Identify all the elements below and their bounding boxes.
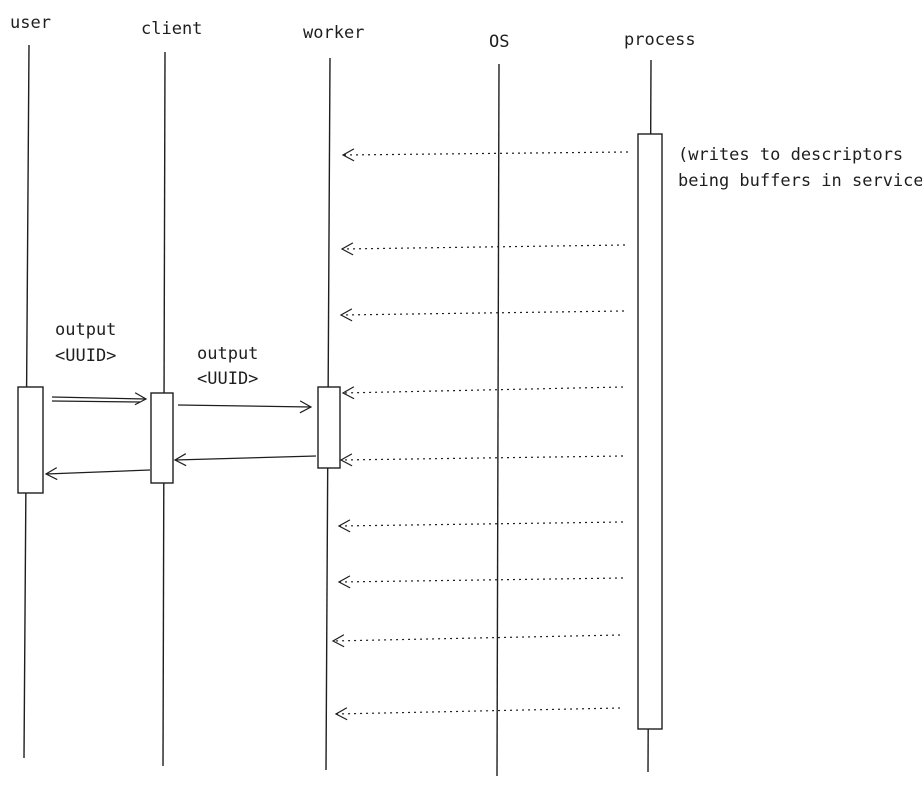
message-label-user-client-line-1: output (55, 320, 116, 340)
dotted-arrow-process-to-worker-2 (340, 242, 626, 256)
participant-label-process: process (624, 30, 696, 50)
dotted-arrow-process-to-worker-3 (339, 308, 625, 322)
participant-label-os: OS (489, 32, 509, 52)
participant-label-user: user (10, 13, 51, 33)
message-label-client-worker-line-1: output (197, 344, 258, 364)
dotted-arrow-process-to-worker-8 (331, 634, 621, 648)
arrow-client-to-user (44, 467, 151, 481)
dotted-arrow-process-to-worker-6 (337, 519, 624, 533)
arrow-user-to-client-double (51, 400, 141, 403)
dotted-arrow-process-to-worker-4 (341, 386, 624, 400)
activation-client (150, 392, 174, 484)
participant-label-worker: worker (303, 23, 364, 43)
arrow-client-to-worker (177, 400, 313, 414)
message-label-user-client-line-2: <UUID> (55, 346, 116, 366)
message-label-client-worker-line-2: <UUID> (197, 369, 258, 389)
activation-user (17, 386, 44, 494)
dotted-arrow-process-to-worker-1 (341, 148, 629, 162)
dotted-arrow-process-to-worker-9 (334, 707, 621, 721)
participant-label-client: client (141, 19, 202, 39)
process-note-line-2: being buffers in service) (678, 171, 922, 191)
lifeline-os (496, 63, 500, 777)
dotted-arrow-process-to-worker-7 (337, 575, 624, 589)
arrow-user-to-client (51, 392, 148, 406)
arrow-worker-to-client (173, 453, 317, 467)
dotted-arrow-process-to-worker-5 (339, 453, 624, 467)
process-note-line-1: (writes to descriptors (678, 145, 903, 165)
activation-process (637, 133, 663, 730)
activation-worker (317, 386, 341, 469)
